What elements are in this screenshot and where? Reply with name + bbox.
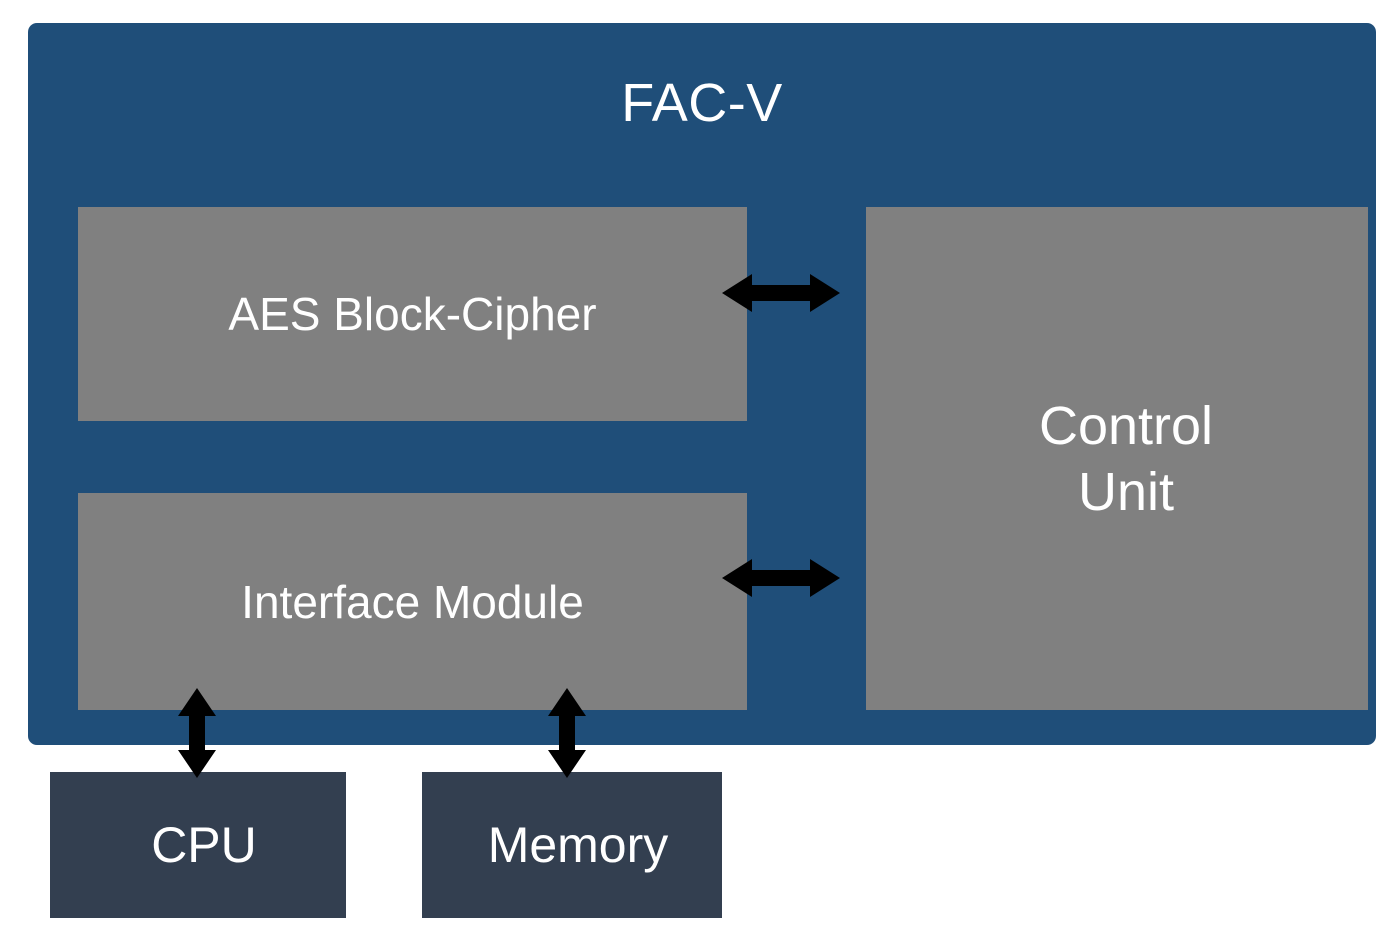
block-memory-label: Memory bbox=[487, 817, 669, 873]
block-cpu: CPU bbox=[50, 772, 346, 918]
block-control-unit-label: Control Unit bbox=[1038, 395, 1214, 522]
block-control-unit: Control Unit bbox=[866, 207, 1368, 710]
block-interface-module: Interface Module bbox=[78, 493, 747, 710]
block-memory: Memory bbox=[422, 772, 722, 918]
fac-v-panel: FAC-V AES Block-Cipher Interface Module … bbox=[28, 23, 1376, 745]
block-cpu-label: CPU bbox=[151, 817, 257, 873]
block-aes-block-cipher: AES Block-Cipher bbox=[78, 207, 747, 421]
block-interface-module-label: Interface Module bbox=[241, 575, 584, 628]
block-aes-block-cipher-label: AES Block-Cipher bbox=[228, 288, 597, 340]
panel-title: FAC-V bbox=[621, 73, 783, 133]
